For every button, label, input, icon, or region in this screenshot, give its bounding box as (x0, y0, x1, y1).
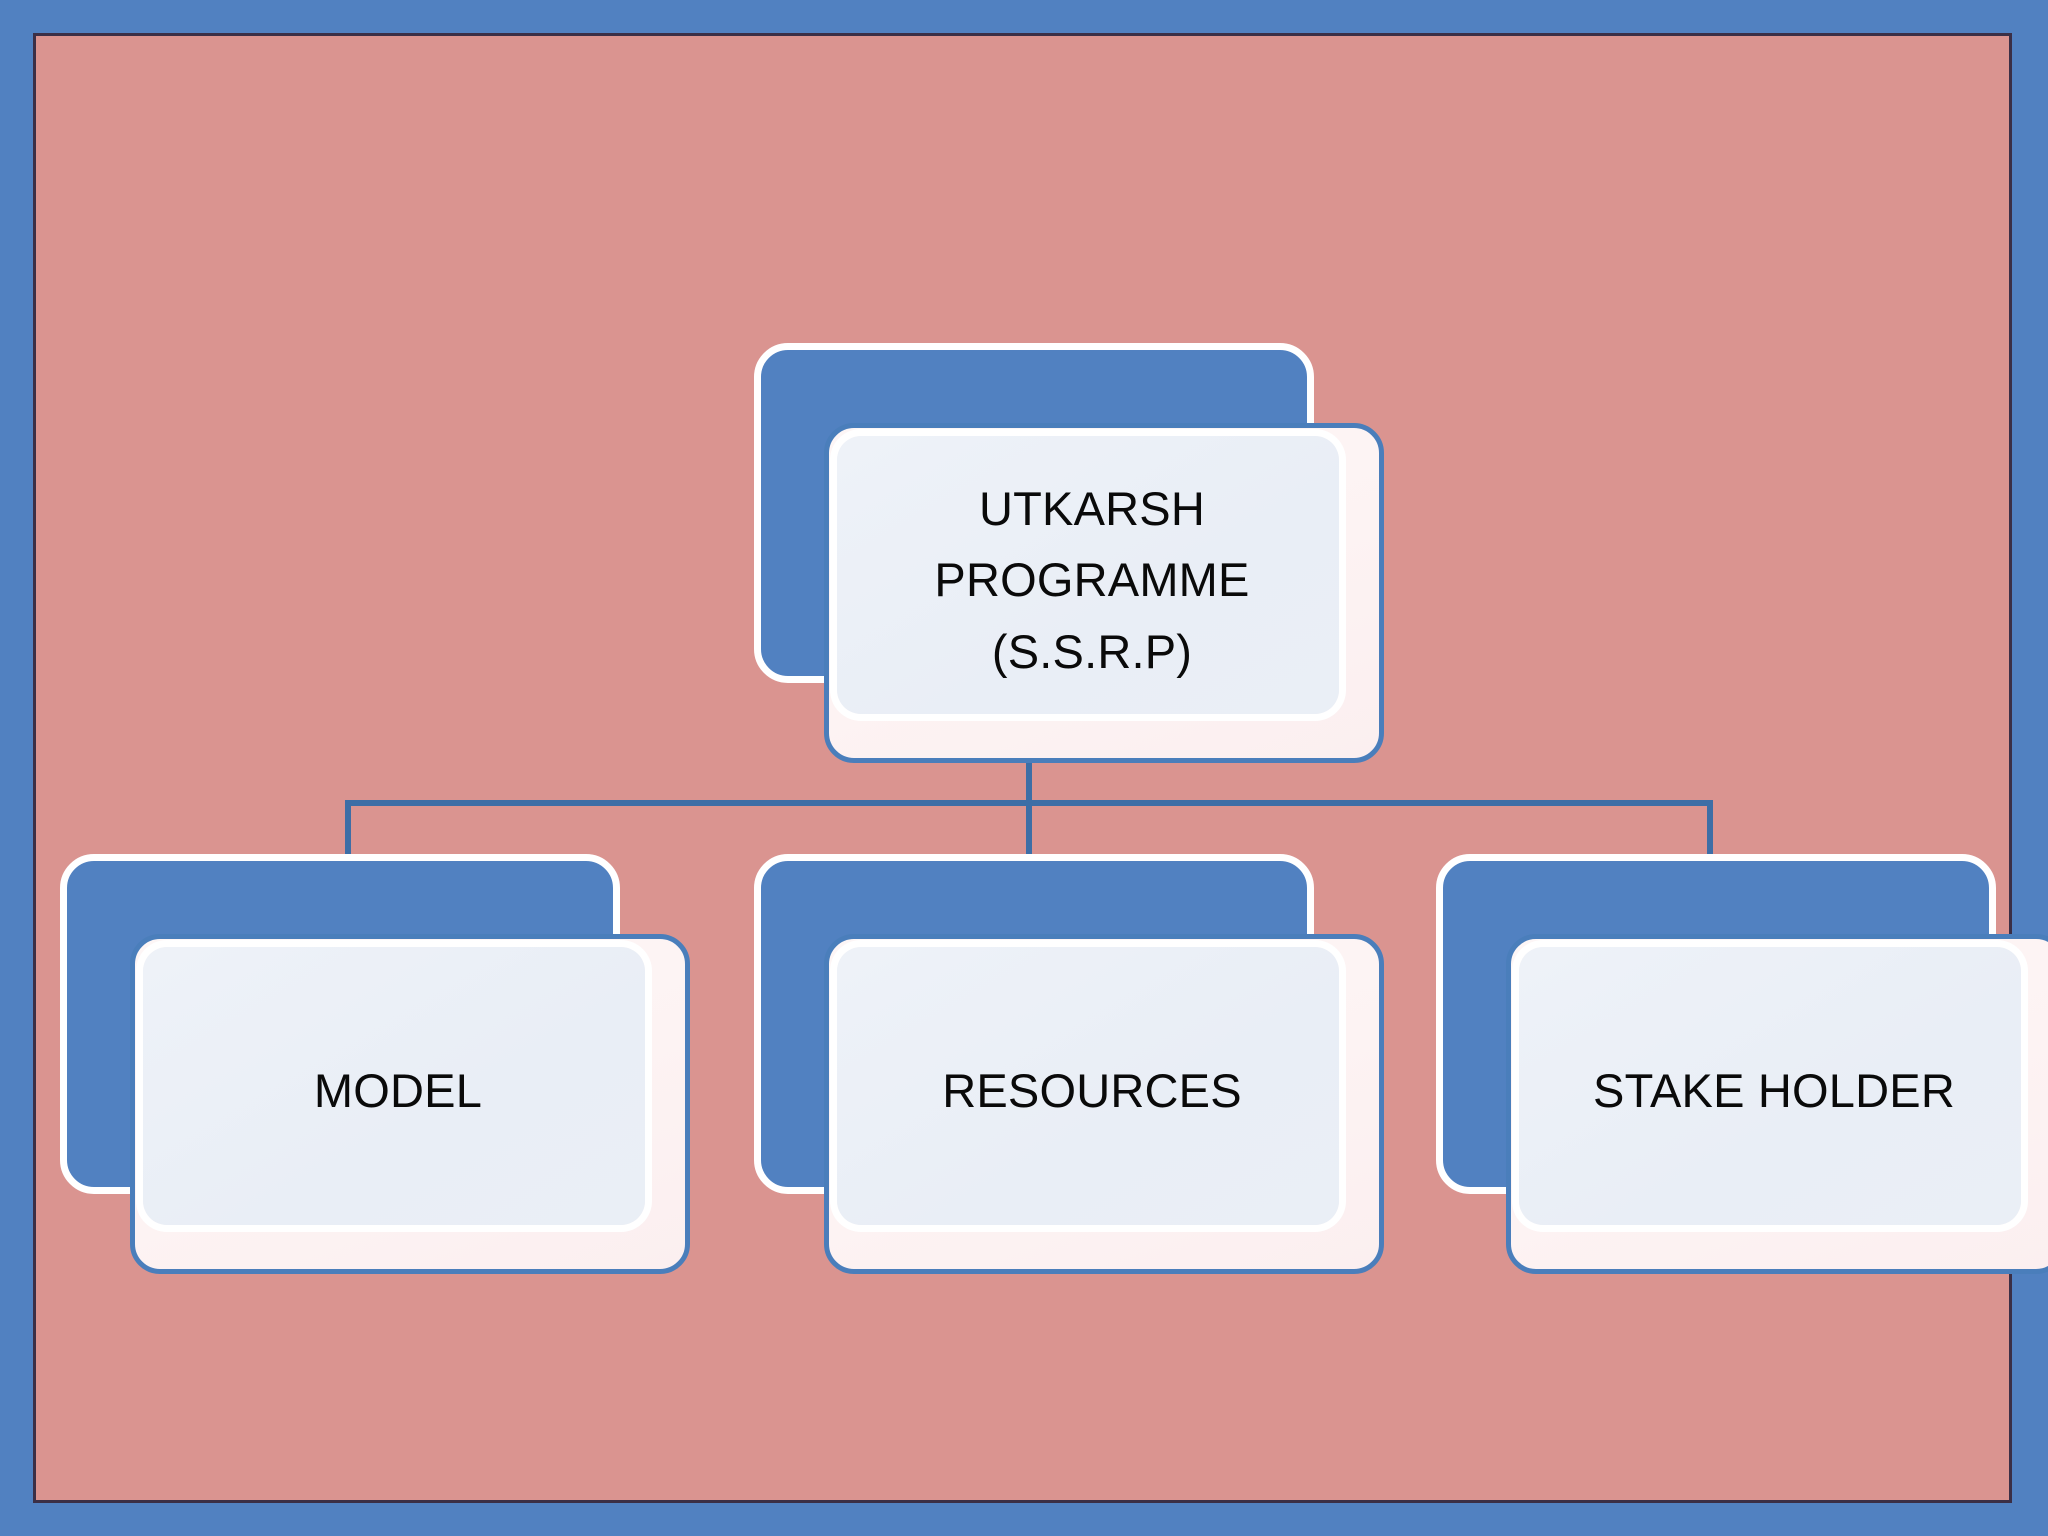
node-resources[interactable]: RESOURCES (754, 854, 1384, 1274)
node-label-utkarsh-programme: UTKARSH PROGRAMME (S.S.R.P) (934, 481, 1250, 678)
connector-root-stem (1026, 751, 1032, 806)
node-front-card[interactable]: STAKE HOLDER (1506, 934, 2048, 1274)
node-inner-plate (837, 436, 1339, 714)
node-inner-plate (837, 947, 1339, 1225)
node-front-card[interactable]: RESOURCES (824, 934, 1384, 1274)
node-label-stake-holder: STAKE HOLDER (1593, 1064, 1955, 1118)
node-stake-holder[interactable]: STAKE HOLDER (1436, 854, 2048, 1274)
connector-drop-resources (1026, 800, 1032, 886)
connector-drop-model (345, 800, 351, 886)
node-front-card[interactable]: UTKARSH PROGRAMME (S.S.R.P) (824, 423, 1384, 763)
node-inner-plate (1519, 947, 2021, 1225)
node-model[interactable]: MODEL (60, 854, 690, 1274)
node-label-resources: RESOURCES (942, 1064, 1242, 1118)
connector-drop-stake-holder (1707, 800, 1713, 886)
diagram-frame-interior: UTKARSH PROGRAMME (S.S.R.P) MODEL RESOUR… (33, 33, 2048, 1503)
node-front-card[interactable]: MODEL (130, 934, 690, 1274)
node-inner-plate (143, 947, 645, 1225)
node-utkarsh-programme[interactable]: UTKARSH PROGRAMME (S.S.R.P) (754, 343, 1384, 763)
node-label-model: MODEL (313, 1064, 483, 1118)
